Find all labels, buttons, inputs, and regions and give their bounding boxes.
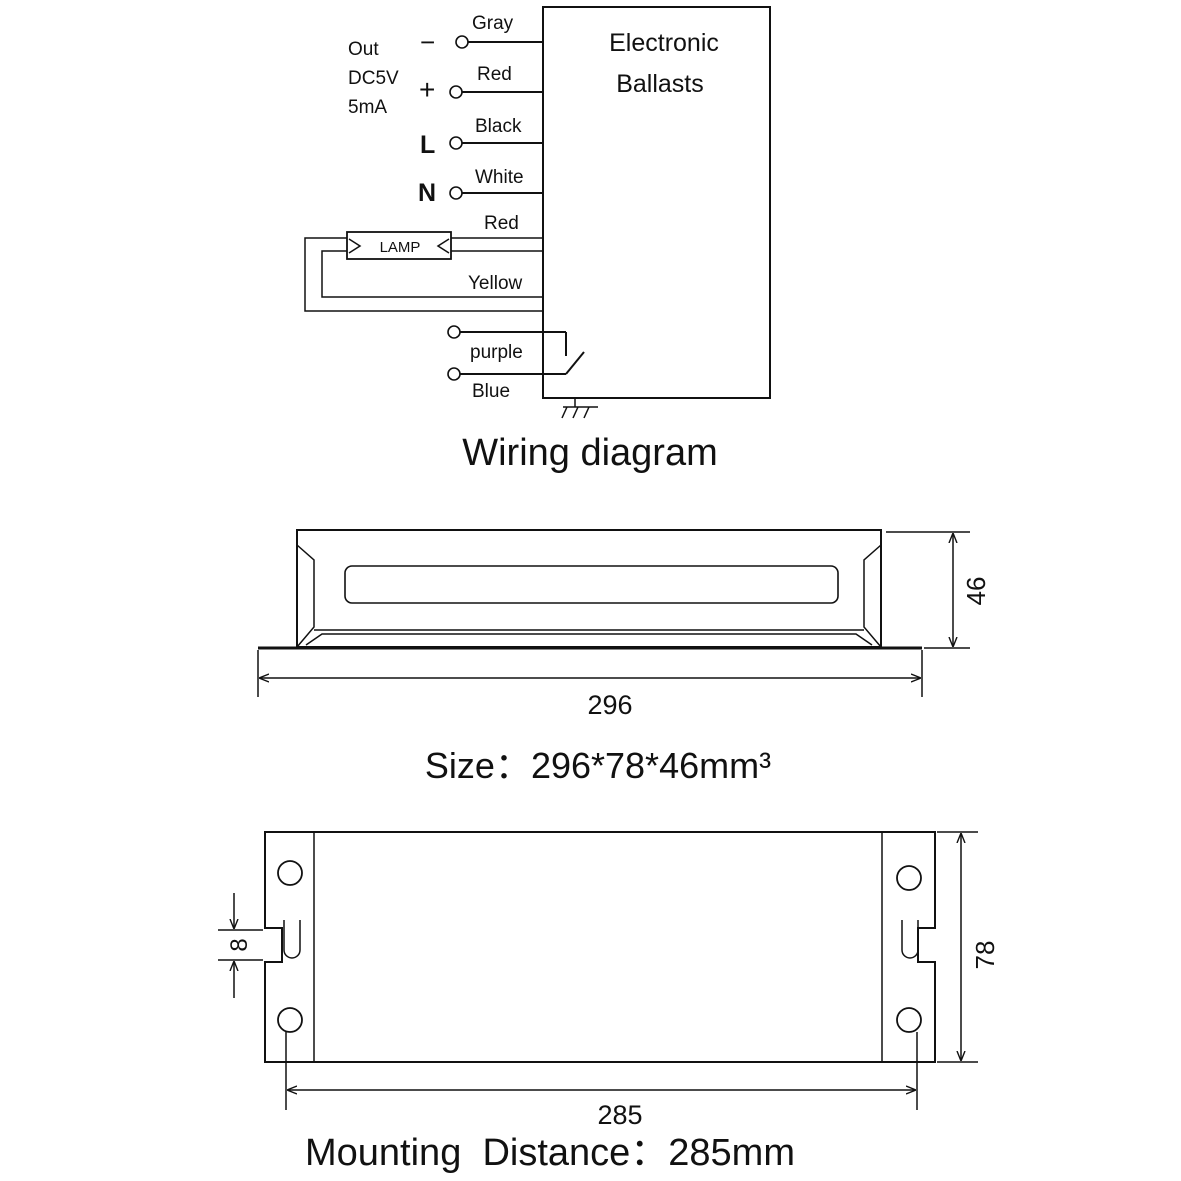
purple-terminal [447,325,461,339]
white-wire-label: White [475,167,524,188]
purple-wire-label: purple [470,342,523,363]
top-view: 8 78 285 Mounting Distance：285mm [218,831,1000,1174]
plus-sign: + [419,74,435,105]
left-top-mounting-hole [277,860,303,886]
left-bottom-mounting-hole [277,1007,303,1033]
black-terminal [449,136,463,150]
ground-symbol [561,398,598,419]
switch-lever [565,351,585,375]
line-terminal-label: L [420,131,435,159]
wiring-caption: Wiring diagram [462,432,718,474]
width-dimension-label: 78 [970,941,1000,970]
ballast-top-outline [264,831,936,1063]
height-dimension-label: 46 [961,577,991,606]
current-label: 5mA [348,97,387,118]
ballast-label-line2: Ballasts [616,70,704,98]
lamp-label: LAMP [380,239,421,256]
blue-wire-label: Blue [472,381,510,402]
side-view: 46 296 Size：296*78*46mm³ [257,529,991,786]
right-top-mounting-hole [896,865,922,891]
ballast-box [542,6,771,399]
ballast-label-line1: Electronic [609,29,719,57]
lamp-symbol: LAMP [346,231,452,260]
minus-sign: − [420,27,435,57]
size-caption: Size：296*78*46mm³ [425,745,771,786]
red-terminal [449,85,463,99]
neutral-terminal-label: N [418,179,436,207]
right-bottom-mounting-hole [896,1007,922,1033]
black-wire-label: Black [475,116,522,137]
gray-terminal [455,35,469,49]
red-lamp-wire-label: Red [484,213,519,234]
mounting-caption: Mounting Distance：285mm [305,1132,795,1174]
white-terminal [449,186,463,200]
out-label: Out [348,39,379,60]
dc-voltage-label: DC5V [348,68,399,89]
side-recess [344,565,839,604]
length-dimension-label: 296 [587,690,632,720]
left-mounting-slot [283,920,301,959]
mounting-dimension-label: 285 [597,1100,642,1130]
yellow-wire-label: Yellow [468,273,523,294]
red-wire-label: Red [477,64,512,85]
wiring-diagram: Electronic Ballasts Out DC5V 5mA − + L N… [304,6,771,474]
right-mounting-slot [901,920,919,959]
blue-terminal [447,367,461,381]
gray-wire-label: Gray [472,13,514,34]
slot-dimension-label: 8 [226,938,253,951]
